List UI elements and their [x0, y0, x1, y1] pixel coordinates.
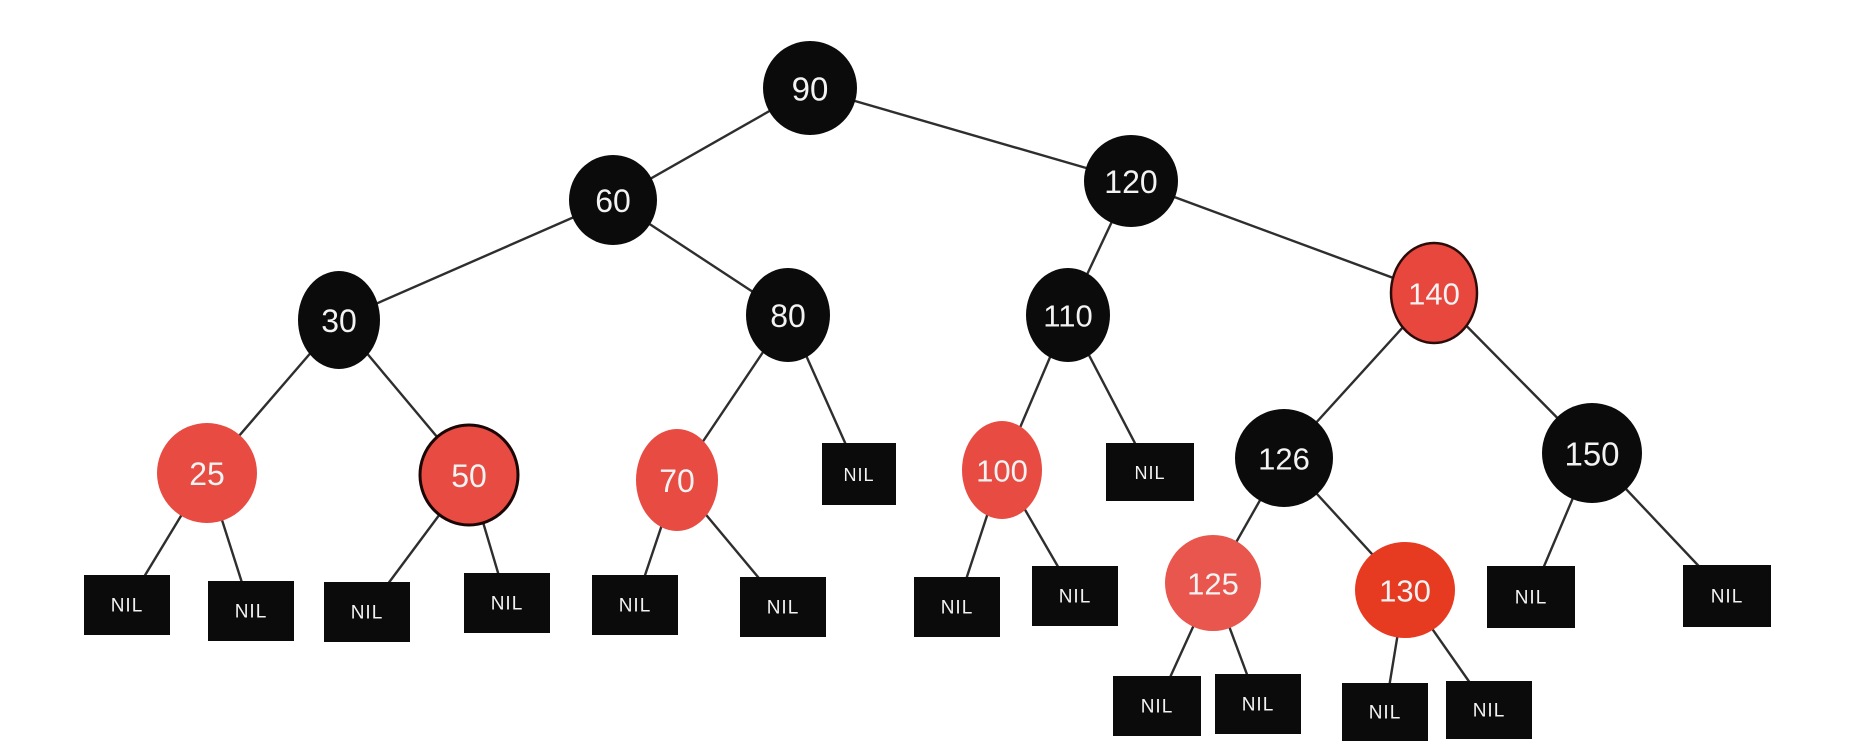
node-label-nil-100-left: NIL	[941, 598, 974, 619]
node-label-nil-100-right: NIL	[1059, 587, 1092, 608]
node-label-nil-125-left: NIL	[1141, 697, 1174, 718]
tree-node-126-black	[1235, 409, 1333, 507]
tree-node-140-red	[1389, 241, 1479, 345]
nil-node-nil-80-right	[822, 443, 896, 505]
node-label-80: 80	[770, 298, 806, 334]
tree-node-80-black	[746, 268, 830, 362]
node-label-60: 60	[595, 183, 631, 219]
tree-node-90-black	[763, 41, 857, 135]
node-label-nil-50-left: NIL	[351, 603, 384, 624]
nil-node-nil-50-left	[324, 582, 410, 642]
nil-node-nil-150-left	[1487, 566, 1575, 628]
node-label-70: 70	[659, 463, 695, 499]
node-label-nil-80-right: NIL	[843, 465, 874, 485]
nil-node-nil-130-right	[1446, 681, 1532, 739]
node-label-50: 50	[451, 458, 487, 494]
nil-node-nil-100-right	[1032, 566, 1118, 626]
node-label-110: 110	[1043, 299, 1092, 334]
nil-node-nil-110-right	[1106, 443, 1194, 501]
nil-node-nil-150-right	[1683, 565, 1771, 627]
tree-node-110-black	[1026, 268, 1110, 362]
tree-edge-60-30	[338, 198, 614, 322]
tree-edge-90-120	[809, 86, 1132, 183]
node-label-nil-130-right: NIL	[1473, 701, 1506, 722]
nil-node-nil-130-left	[1342, 683, 1428, 741]
node-label-150: 150	[1564, 436, 1619, 473]
node-label-126: 126	[1258, 442, 1310, 477]
node-label-nil-110-right: NIL	[1134, 463, 1165, 483]
tree-edge-120-140	[1130, 179, 1435, 295]
node-label-100: 100	[976, 454, 1028, 489]
node-label-140: 140	[1408, 277, 1460, 312]
node-label-nil-50-right: NIL	[491, 594, 524, 615]
node-label-25: 25	[189, 456, 225, 492]
nil-node-nil-70-left	[592, 575, 678, 635]
tree-node-50-red	[418, 423, 520, 527]
node-label-30: 30	[321, 303, 357, 339]
node-label-nil-125-right: NIL	[1242, 695, 1275, 716]
tree-node-60-black	[569, 155, 657, 245]
nil-node-nil-50-right	[464, 573, 550, 633]
node-label-nil-70-right: NIL	[767, 598, 800, 619]
tree-node-125-red	[1165, 535, 1261, 631]
nil-node-nil-25-left	[84, 575, 170, 635]
node-label-120: 120	[1104, 164, 1157, 200]
nil-node-nil-125-right	[1215, 674, 1301, 734]
nil-node-nil-100-left	[914, 577, 1000, 637]
node-label-nil-25-left: NIL	[111, 596, 144, 617]
node-label-nil-150-right: NIL	[1711, 587, 1744, 608]
tree-node-30-black	[298, 271, 380, 369]
node-label-125: 125	[1187, 567, 1239, 602]
tree-node-70-red	[636, 429, 718, 531]
node-label-nil-70-left: NIL	[619, 596, 652, 617]
nil-node-nil-25-right	[208, 581, 294, 641]
node-label-130: 130	[1379, 574, 1431, 609]
node-label-nil-150-left: NIL	[1515, 588, 1548, 609]
tree-node-150-black	[1542, 403, 1642, 503]
nil-node-nil-70-right	[740, 577, 826, 637]
tree-node-25-red	[157, 423, 257, 523]
node-label-90: 90	[792, 71, 829, 108]
tree-node-100-red	[962, 421, 1042, 519]
node-label-nil-25-right: NIL	[235, 602, 268, 623]
node-label-nil-130-left: NIL	[1369, 703, 1402, 724]
nil-node-nil-125-left	[1113, 676, 1201, 736]
tree-node-120-black	[1084, 135, 1178, 227]
tree-node-130-red	[1355, 542, 1455, 638]
